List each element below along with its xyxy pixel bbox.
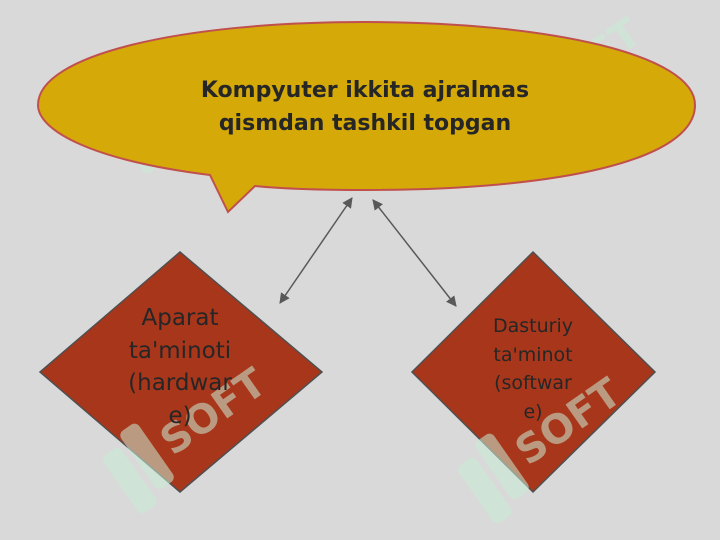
arrow-to-hardware bbox=[279, 197, 353, 304]
hardware-diamond bbox=[38, 251, 324, 493]
hardware-label: Aparat ta'minoti (hardwar e) bbox=[128, 305, 232, 429]
software-label: Dasturiy ta'minot (softwar e) bbox=[493, 315, 573, 423]
callout-text: Kompyuter ikkita ajralmas qismdan tashki… bbox=[200, 78, 530, 136]
callout-bubble bbox=[36, 20, 697, 214]
software-diamond bbox=[410, 250, 657, 494]
arrow-to-software bbox=[372, 199, 457, 307]
